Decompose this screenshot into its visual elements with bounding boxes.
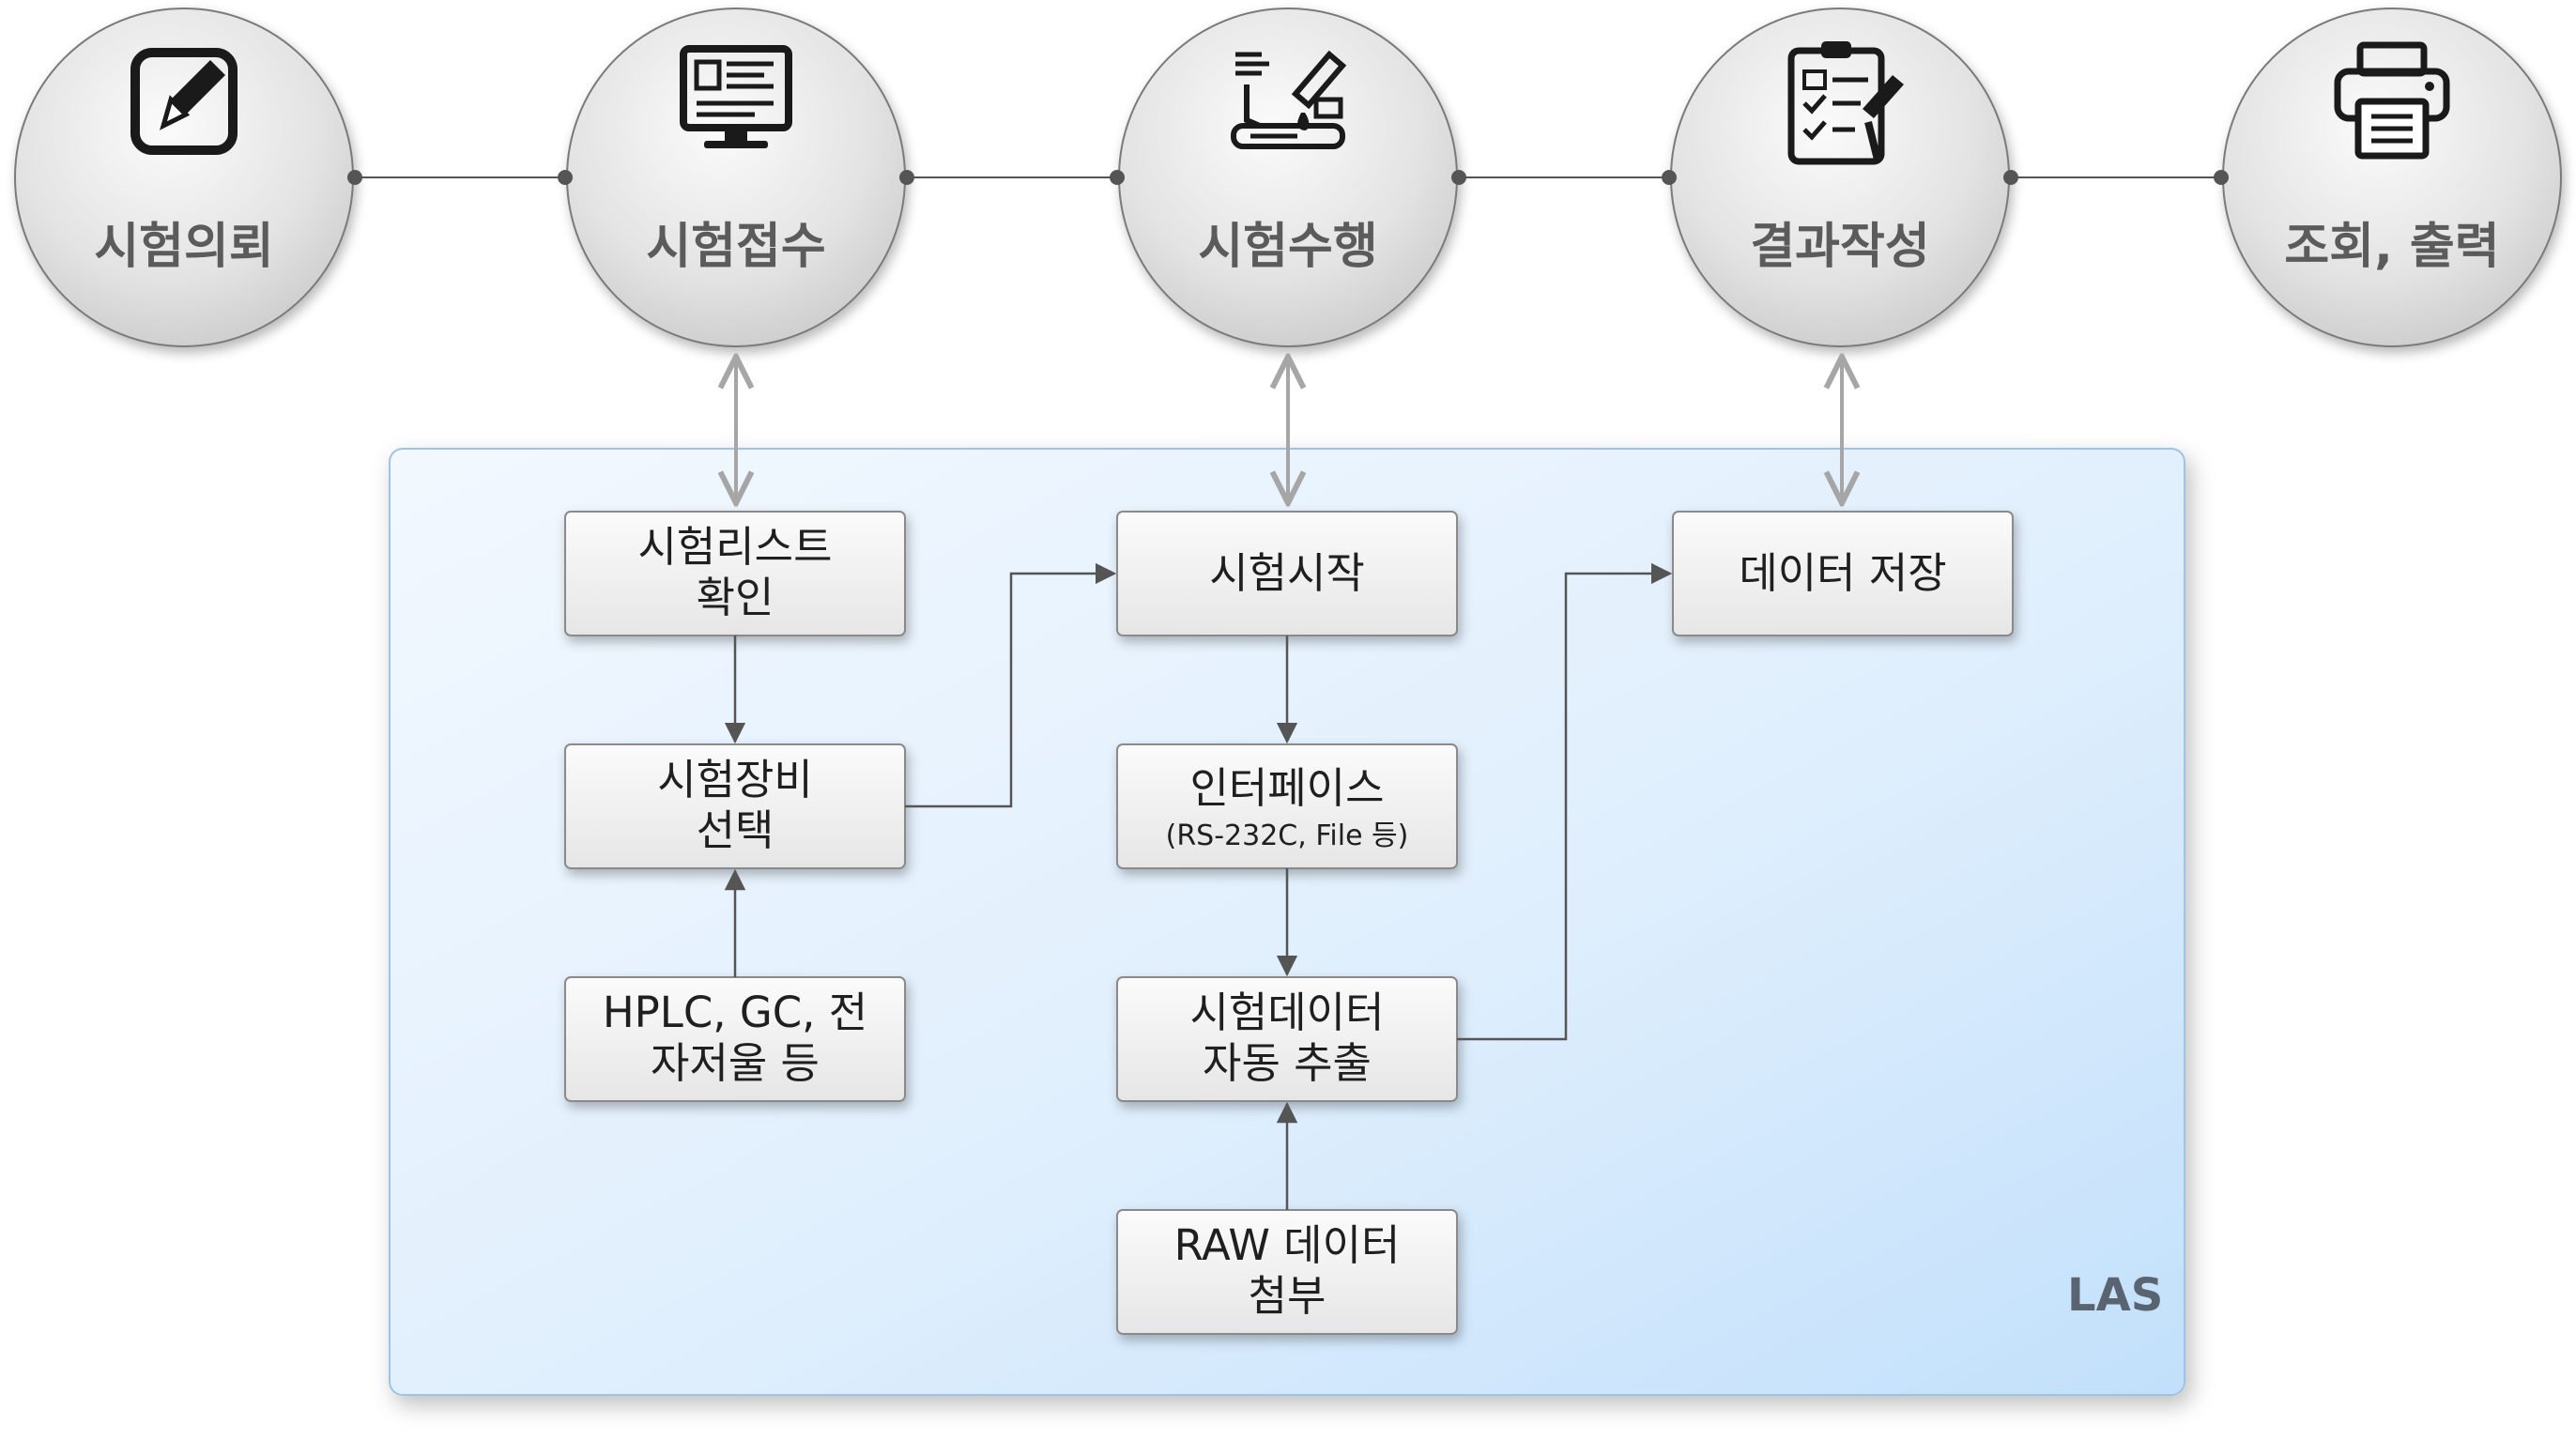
svg-text:(RS-232C, File 등): (RS-232C, File 등) <box>1166 819 1409 852</box>
flow-arrows <box>724 562 1673 1210</box>
stage-output: 조회, 출력 <box>2222 8 2562 347</box>
las-label: LAS <box>2067 1269 2163 1322</box>
box-interface: 인터페이스 (RS-232C, File 등) <box>1116 743 1458 869</box>
box-raw-attach: RAW 데이터 첨부 <box>1116 1209 1458 1335</box>
box-equipment-types: HPLC, GC, 전 자저울 등 <box>564 976 906 1102</box>
stage-label-output: 조회, 출력 <box>2284 219 2499 275</box>
monitor-icon <box>680 45 792 148</box>
box-auto-extract: 시험데이터 자동 추출 <box>1116 976 1458 1102</box>
svg-text:선택: 선택 <box>697 805 774 855</box>
stage-las-connectors <box>736 357 1842 503</box>
svg-text:첨부: 첨부 <box>1249 1271 1326 1321</box>
stage-label-receipt: 시험접수 <box>646 219 825 275</box>
svg-text:시험장비: 시험장비 <box>657 755 813 804</box>
timeline-dots <box>347 170 2229 185</box>
stage-label-execution: 시험수행 <box>1198 219 1377 275</box>
stage-request: 시험의뢰 <box>14 8 354 347</box>
svg-text:HPLC, GC, 전: HPLC, GC, 전 <box>603 988 867 1037</box>
box-equipment-select: 시험장비 선택 <box>564 743 906 869</box>
printer-icon <box>2334 41 2450 160</box>
svg-text:시험리스트: 시험리스트 <box>637 522 832 572</box>
svg-text:시험데이터: 시험데이터 <box>1189 988 1384 1037</box>
lab-test-icon <box>1231 50 1347 149</box>
svg-text:자동 추출: 자동 추출 <box>1203 1038 1372 1088</box>
box-test-list-confirm: 시험리스트 확인 <box>564 511 906 636</box>
svg-text:인터페이스: 인터페이스 <box>1189 763 1384 813</box>
stage-execution: 시험수행 <box>1118 8 1458 347</box>
box-data-save: 데이터 저장 <box>1672 511 2014 636</box>
box-test-start: 시험시작 <box>1116 511 1458 636</box>
svg-text:RAW 데이터: RAW 데이터 <box>1174 1220 1401 1270</box>
svg-text:확인: 확인 <box>697 573 774 622</box>
edit-icon <box>130 48 238 155</box>
clipboard-checklist-icon <box>1787 41 1904 165</box>
stage-receipt: 시험접수 <box>566 8 906 347</box>
stage-label-request: 시험의뢰 <box>94 219 273 275</box>
svg-text:자저울 등: 자저울 등 <box>651 1038 820 1088</box>
stage-label-result: 결과작성 <box>1750 219 1929 275</box>
svg-text:데이터 저장: 데이터 저장 <box>1739 548 1946 598</box>
stage-result: 결과작성 <box>1670 8 2010 347</box>
svg-text:시험시작: 시험시작 <box>1209 548 1365 598</box>
